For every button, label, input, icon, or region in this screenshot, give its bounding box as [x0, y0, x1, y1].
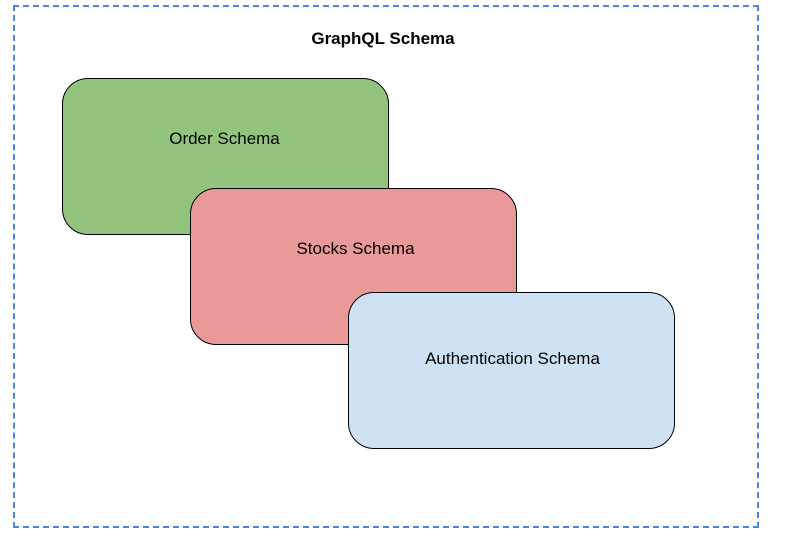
- authentication-schema-box: Authentication Schema: [348, 292, 675, 449]
- graphql-schema-container: GraphQL Schema: [13, 5, 759, 528]
- order-schema-label: Order Schema: [169, 129, 280, 148]
- authentication-schema-label: Authentication Schema: [425, 348, 600, 368]
- stocks-schema-label: Stocks Schema: [296, 239, 415, 258]
- diagram-title: GraphQL Schema: [311, 29, 455, 48]
